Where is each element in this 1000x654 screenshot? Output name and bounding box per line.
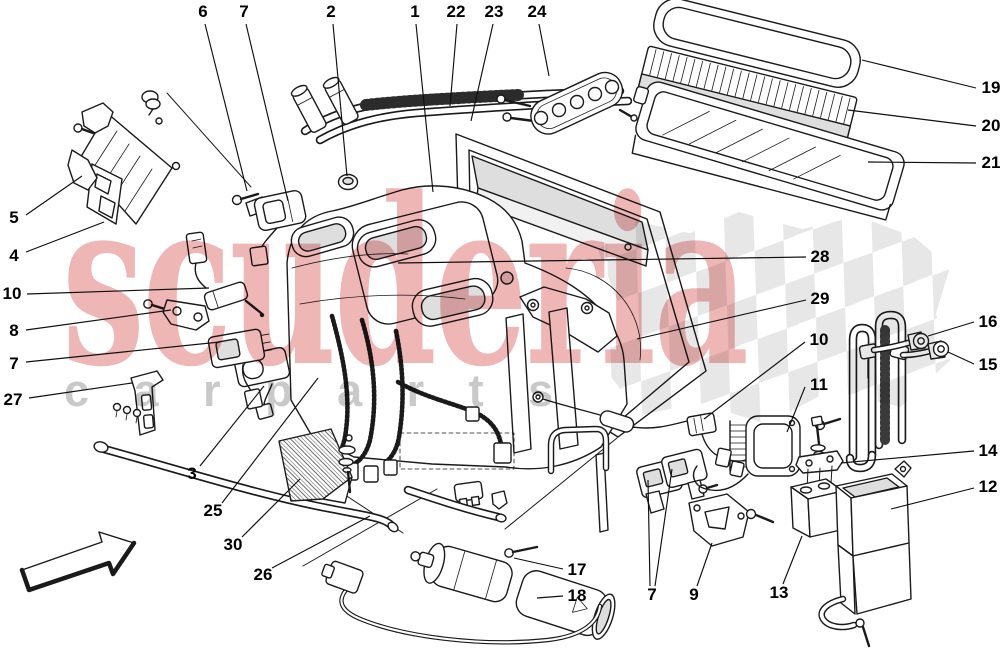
filter-gasket [653, 0, 861, 88]
heater-hoses [845, 310, 950, 473]
amplifier-unit [67, 90, 252, 225]
servo-motor [231, 189, 307, 267]
support-bracket [112, 370, 164, 436]
mounting-bracket [143, 299, 210, 331]
cable-clip [491, 490, 508, 510]
direction-arrow [19, 531, 137, 593]
actuator-bracket [688, 493, 775, 547]
grommet [337, 173, 359, 191]
temperature-sensor [185, 231, 265, 318]
spacer-block [790, 478, 846, 538]
filter-housing [631, 81, 905, 221]
wiring-harness [321, 313, 512, 483]
pump-sleeve [321, 560, 616, 645]
drain-tube [93, 425, 610, 533]
outlet-manifold [496, 71, 638, 135]
pump-motor [410, 542, 539, 603]
